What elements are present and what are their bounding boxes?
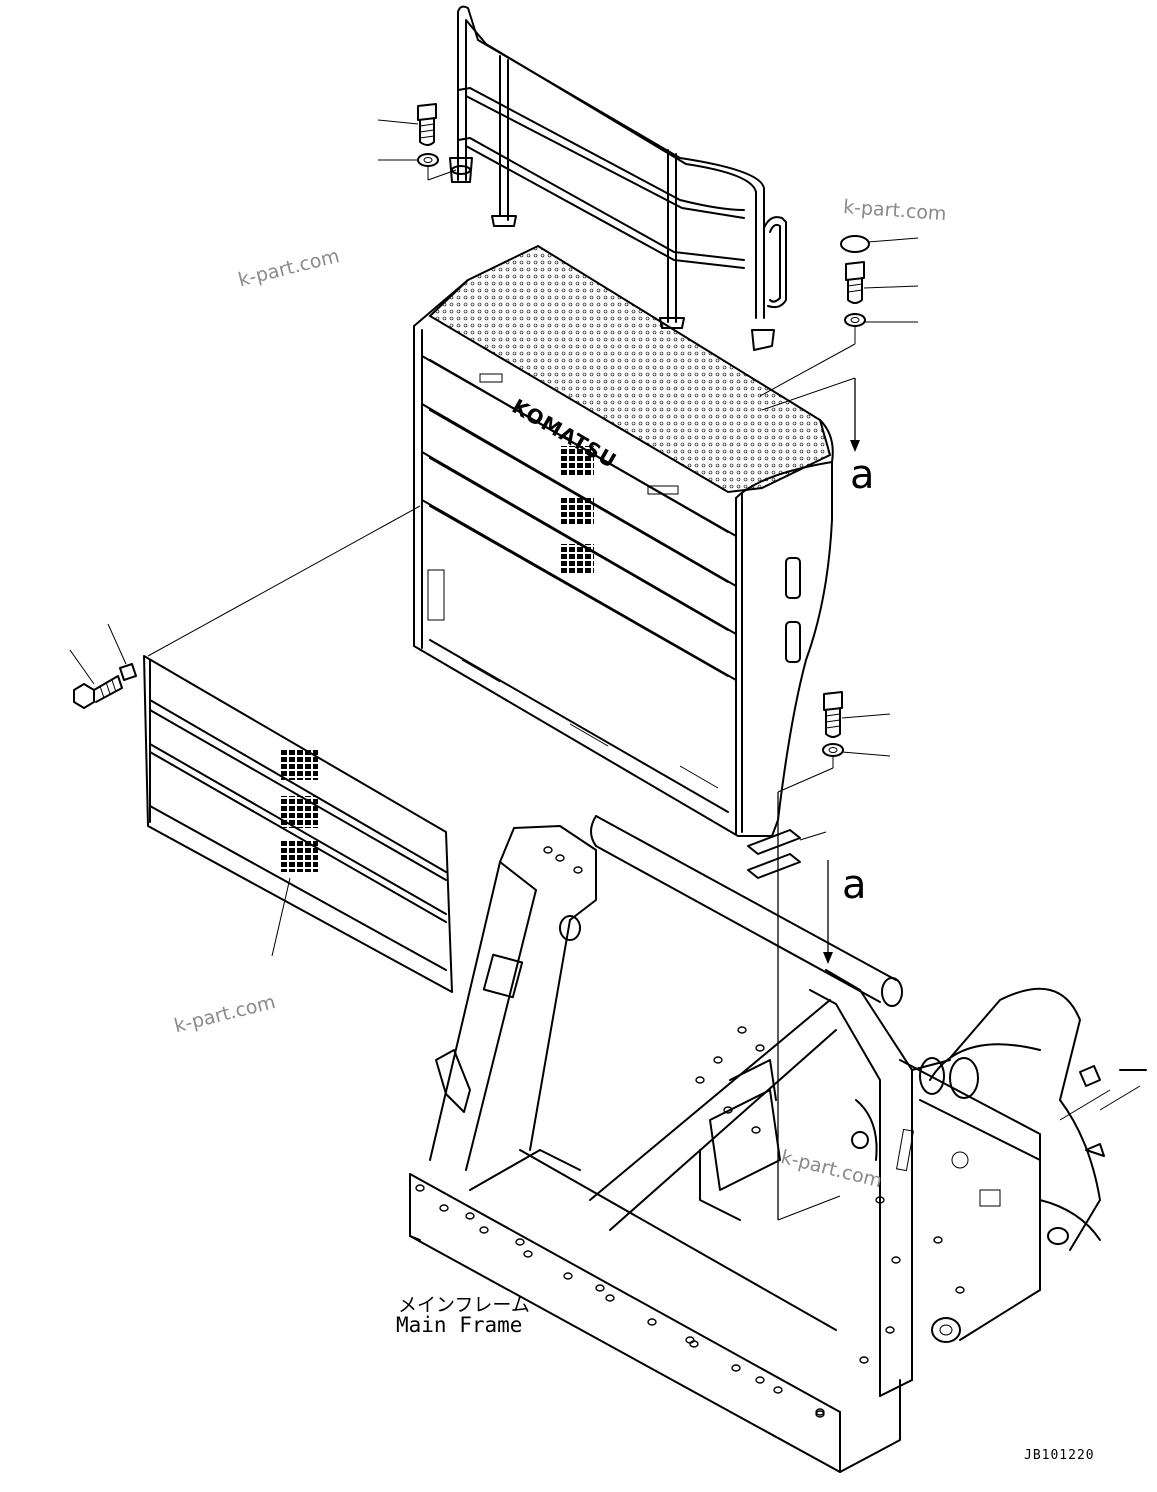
bolt-hole [815, 1410, 825, 1418]
bolt-hole [713, 1056, 723, 1064]
bolt-hole [523, 1250, 533, 1258]
bolt-hole [563, 1272, 573, 1280]
bolt-hole [755, 1044, 765, 1052]
bolt-hole [515, 1238, 525, 1246]
main-frame-label-en: Main Frame [396, 1313, 523, 1337]
main-frame [409, 815, 1147, 1473]
bolt-hole [885, 1326, 895, 1334]
hardware-right [759, 235, 919, 452]
bolt-hole [815, 1408, 825, 1416]
bolt-hole [605, 1294, 615, 1302]
view-marker-a: a [842, 862, 867, 908]
bolt-hole [773, 1386, 783, 1394]
bolt-hole [875, 1196, 885, 1204]
bolt-hole [439, 1204, 449, 1212]
main-frame-label-jp: メインフレーム [398, 1294, 530, 1316]
radiator-guard [413, 244, 834, 837]
bolt-hole [933, 1236, 943, 1244]
bolt-hole [755, 1376, 765, 1384]
bolt-hole [573, 866, 583, 874]
front-screen-panel [143, 505, 453, 993]
bolt-hole [543, 846, 553, 854]
bolt-hole [595, 1284, 605, 1292]
drawing-code: JB101220 [1024, 1448, 1095, 1463]
bolt-left [69, 623, 137, 709]
bolt-hole [465, 1212, 475, 1220]
bolt-hole [695, 1076, 705, 1084]
bolt-hole [737, 1026, 747, 1034]
bolt-hole [731, 1364, 741, 1372]
bolt-hole [415, 1184, 425, 1192]
bolt-top-left [377, 103, 457, 181]
bolt-hole [555, 854, 565, 862]
frame-bolts [415, 846, 965, 1418]
bolt-hole [723, 1106, 733, 1114]
bolt-hole [891, 1256, 901, 1264]
bolt-hole [955, 1286, 965, 1294]
view-marker-a: a [850, 452, 875, 498]
bolt-hole [859, 1356, 869, 1364]
bolt-hole [685, 1336, 695, 1344]
bolt-hole [647, 1318, 657, 1326]
bolt-hole [479, 1226, 489, 1234]
bolt-hole [751, 1126, 761, 1134]
